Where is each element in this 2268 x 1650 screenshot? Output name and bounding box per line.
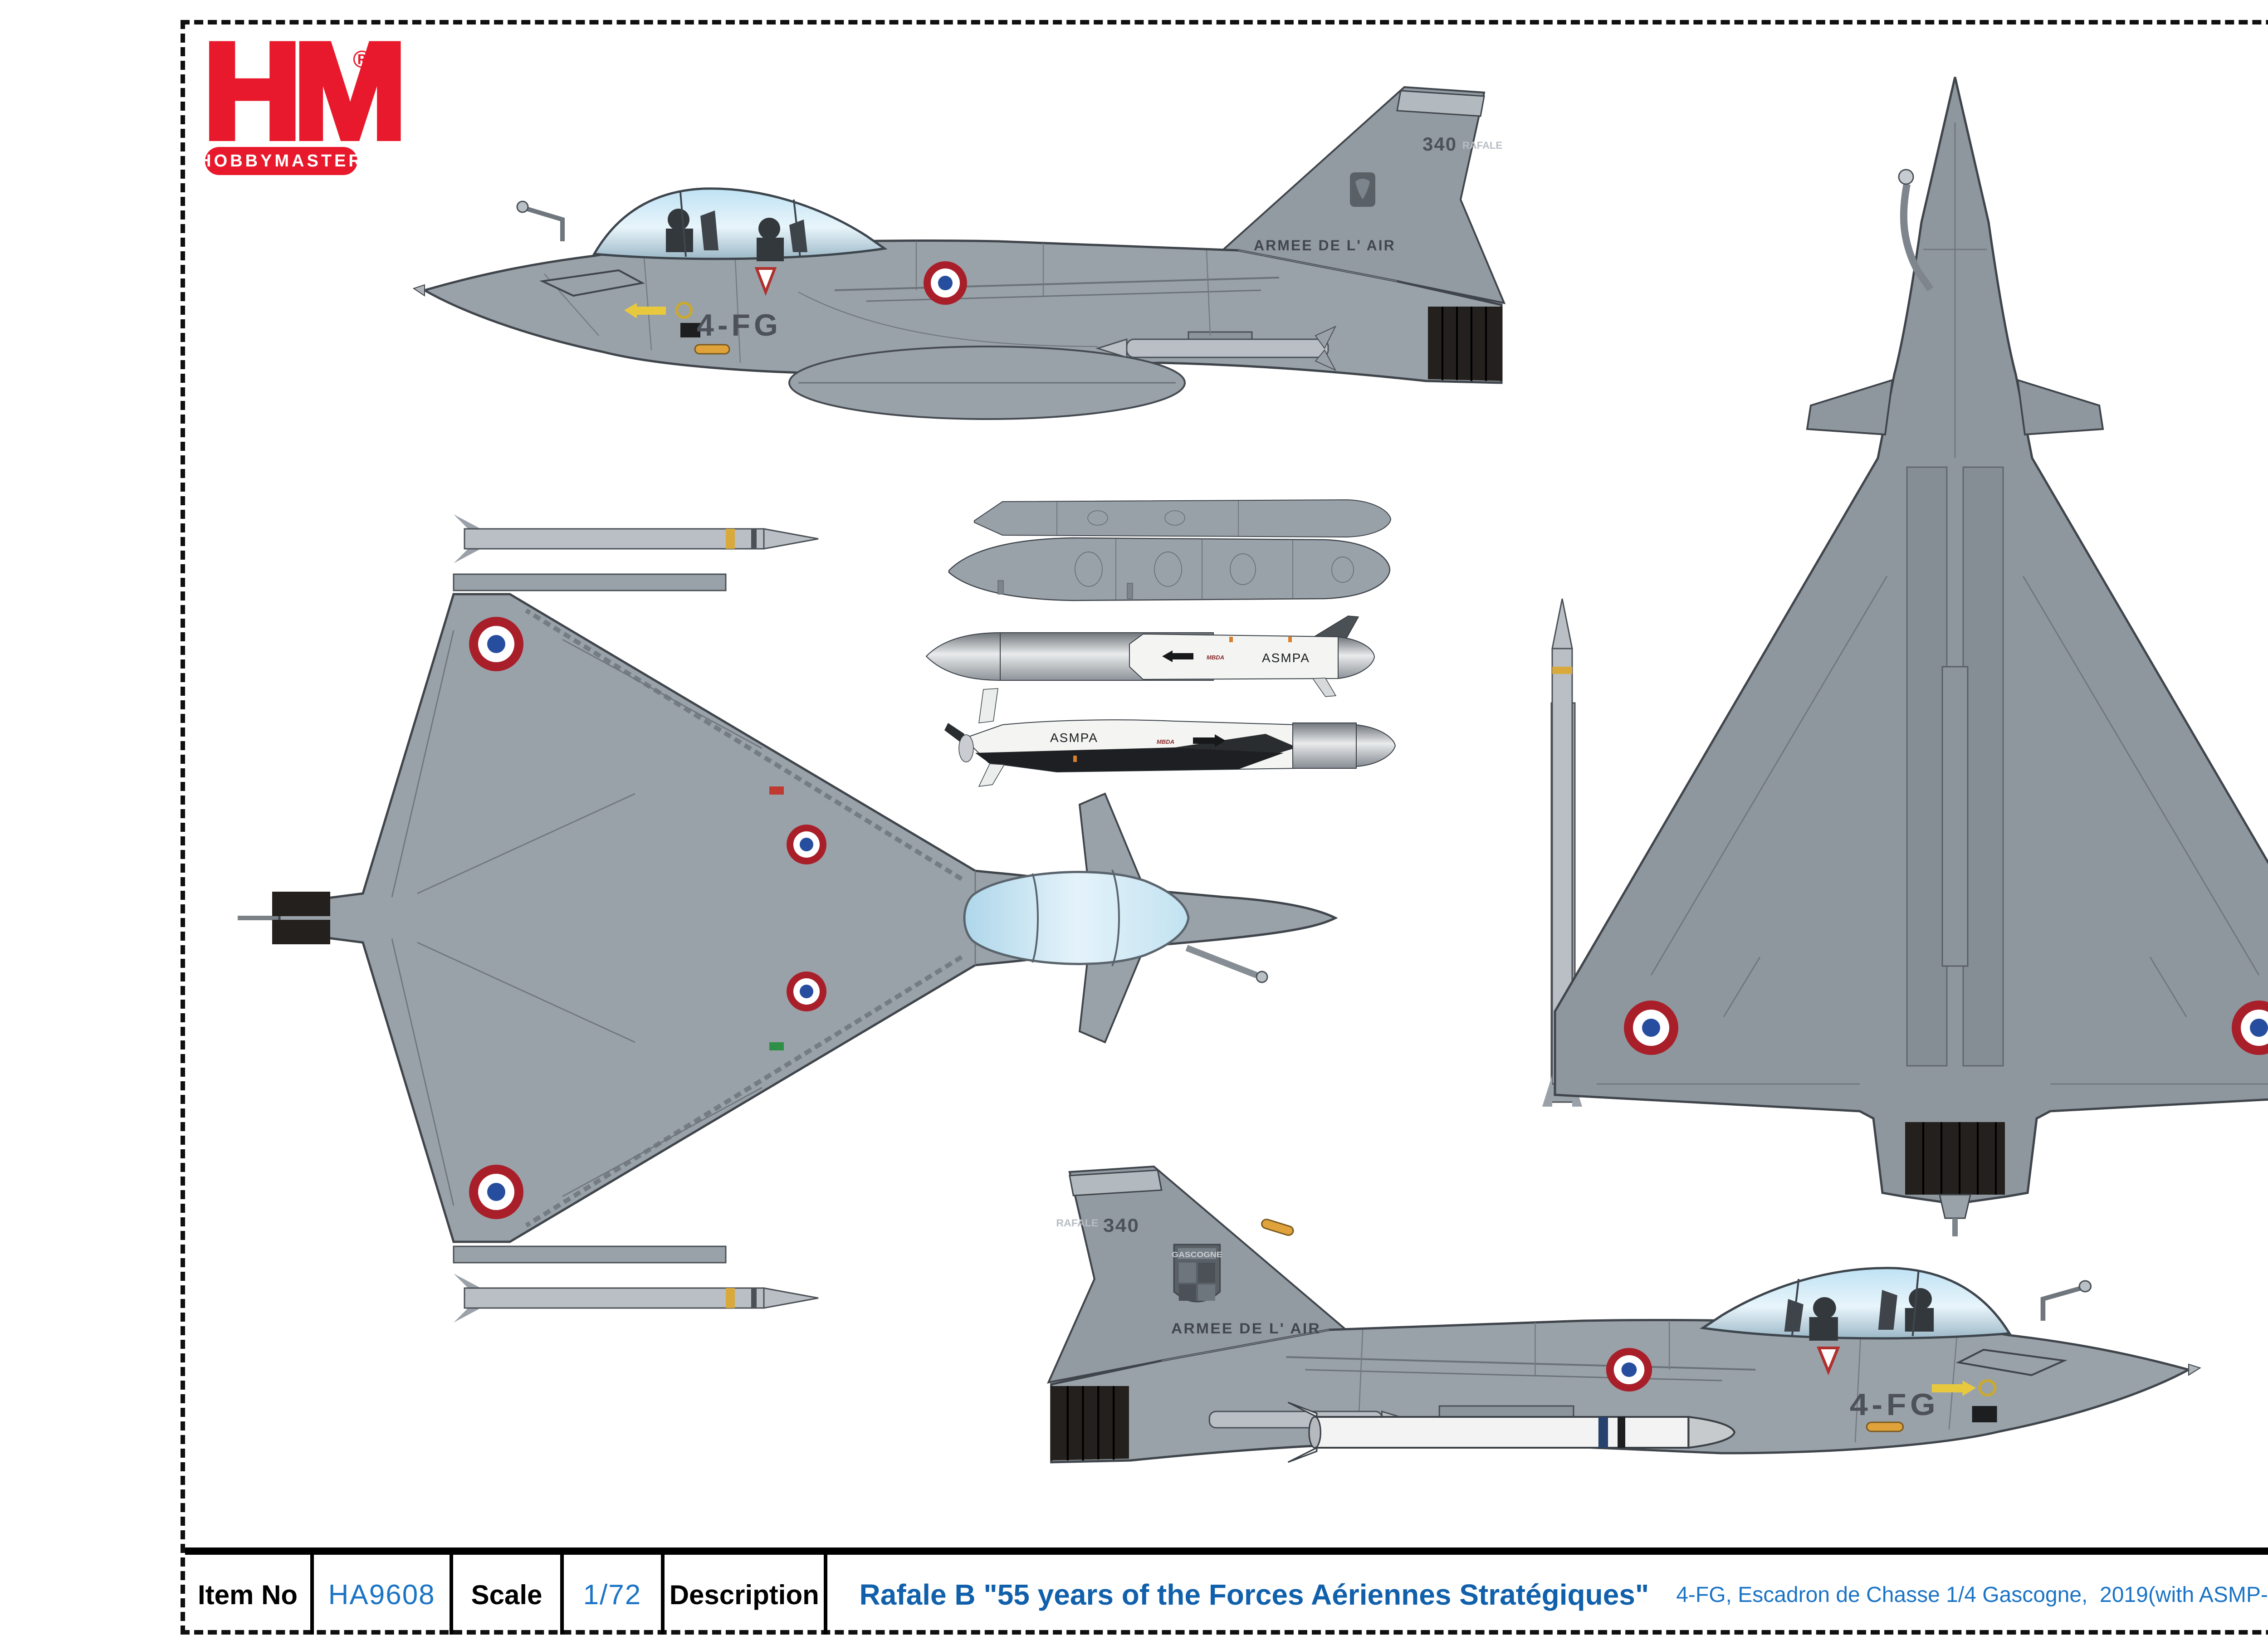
tactical-code: 4-FG bbox=[1850, 1387, 1939, 1422]
registered-mark: ® bbox=[353, 46, 371, 73]
wingtip-missile-icon bbox=[454, 1274, 819, 1323]
type-name: RAFALE bbox=[1056, 1218, 1098, 1229]
top-plan-view bbox=[238, 514, 1338, 1323]
item-no-value: HA9608 bbox=[328, 1579, 435, 1611]
fuel-tank bbox=[948, 499, 1392, 601]
description-value-cell: Rafale B "55 years of the Forces Aérienn… bbox=[824, 1555, 2268, 1635]
description-details: 4-FG, Escadron de Chasse 1/4 Gascogne, 2… bbox=[1676, 1582, 2268, 1607]
tail-number: 340 bbox=[1422, 133, 1457, 155]
side-profile-bottom: GASCOGNE RAFALE 340 ARMEE DE L' AIR 4-FG bbox=[1046, 1165, 2201, 1464]
squadron-crest-label: GASCOGNE bbox=[1172, 1250, 1222, 1259]
air-force-titles: ARMEE DE L' AIR bbox=[1171, 1320, 1321, 1337]
item-no-label-cell: Item No bbox=[185, 1555, 310, 1635]
hobbymaster-logo: HM ® HOBBYMASTER bbox=[199, 20, 410, 181]
scale-value-cell: 1/72 bbox=[560, 1555, 661, 1635]
wingtip-missile-icon bbox=[454, 514, 819, 563]
asmp-missile-left: MBDA ASMPA bbox=[925, 615, 1375, 697]
brand-name: HOBBYMASTER bbox=[199, 151, 364, 171]
roundel-icon bbox=[787, 971, 826, 1011]
pilot-silhouettes bbox=[666, 209, 807, 261]
brand-pill: HOBBYMASTER bbox=[199, 147, 361, 175]
description-label: Description bbox=[669, 1579, 819, 1610]
tail-number: 340 bbox=[1103, 1215, 1139, 1236]
roundel-icon bbox=[787, 825, 826, 864]
scale-value: 1/72 bbox=[583, 1579, 642, 1611]
underside-plan-view bbox=[1542, 77, 2268, 1236]
roundel-icon bbox=[2232, 1001, 2268, 1055]
missile-maker: MBDA bbox=[1157, 738, 1174, 745]
item-no-value-cell: HA9608 bbox=[310, 1555, 450, 1635]
description-label-cell: Description bbox=[661, 1555, 824, 1635]
roundel-icon bbox=[469, 1165, 523, 1219]
scale-label-cell: Scale bbox=[450, 1555, 560, 1635]
roundel-icon bbox=[1606, 1348, 1652, 1391]
belly-asmp-missile bbox=[1287, 1401, 1735, 1463]
spec-table: Item No HA9608 Scale 1/72 Description Ra… bbox=[185, 1547, 2268, 1635]
air-force-titles: ARMEE DE L' AIR bbox=[1254, 237, 1396, 254]
description-title: Rafale B "55 years of the Forces Aérienn… bbox=[859, 1578, 1649, 1611]
squadron-crest-icon: GASCOGNE bbox=[1172, 1244, 1222, 1303]
side-profile-top: 340 RAFALE ARMEE DE L' AIR 4-FG bbox=[412, 86, 1506, 420]
missile-name: ASMPA bbox=[1050, 731, 1098, 745]
missile-maker: MBDA bbox=[1207, 654, 1224, 661]
roundel-icon bbox=[924, 261, 967, 305]
item-no-label: Item No bbox=[198, 1579, 298, 1610]
page-dashed-border bbox=[181, 20, 2268, 1635]
missile-name: ASMPA bbox=[1262, 651, 1310, 665]
squadron-crest-icon bbox=[1350, 172, 1375, 207]
roundel-icon bbox=[1624, 1001, 1678, 1055]
type-name: RAFALE bbox=[1462, 140, 1502, 151]
asmp-missile-right: MBDA ASMPA bbox=[944, 688, 1396, 787]
scale-label: Scale bbox=[471, 1579, 543, 1610]
roundel-icon bbox=[469, 617, 523, 671]
tactical-code: 4-FG bbox=[697, 308, 782, 342]
hm-monogram-icon: HM bbox=[200, 15, 410, 167]
